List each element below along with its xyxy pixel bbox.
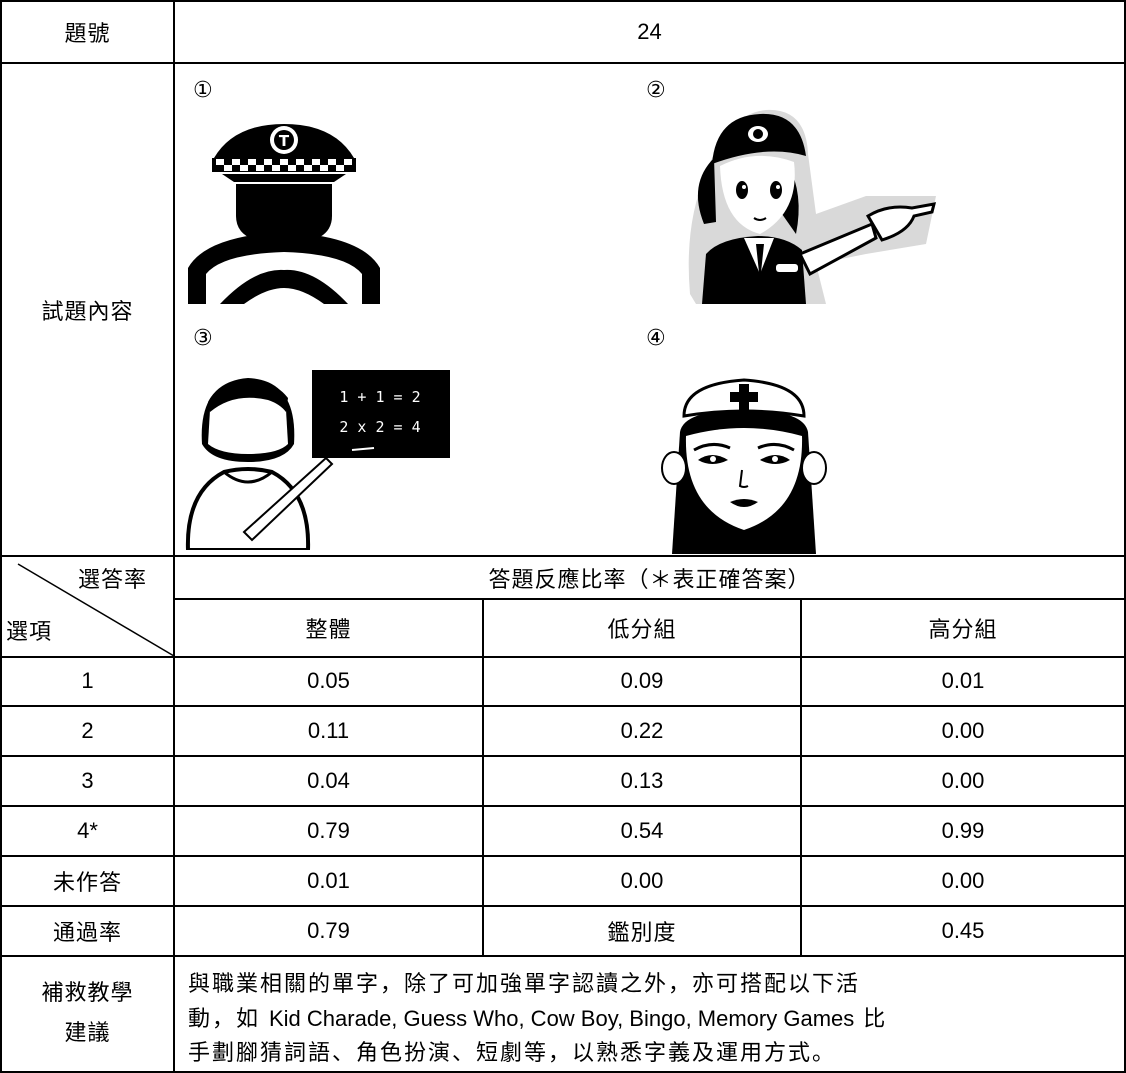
rule <box>0 755 1126 757</box>
rule <box>1124 0 1126 1073</box>
svg-text:T: T <box>279 132 290 150</box>
rule <box>0 905 1126 907</box>
remedial-advice-text: 與職業相關的單字，除了可加強單字認讀之外，亦可搭配以下活 動，如 Kid Cha… <box>188 968 1120 1071</box>
low-cell: 0.13 <box>620 768 664 793</box>
rule <box>174 598 1126 600</box>
item-number-value: 24 <box>637 19 662 44</box>
advice-line-3: 手劃腳猜詞語、角色扮演、短劇等，以熟悉字義及運用方式。 <box>188 1041 837 1066</box>
low-cell: 0.00 <box>620 868 664 893</box>
low-cell: 0.54 <box>620 818 664 843</box>
low-cell: 0.22 <box>620 718 664 743</box>
rule <box>0 805 1126 807</box>
high-cell: 0.00 <box>941 868 985 893</box>
advice-line-2: 動，如 Kid Charade, Guess Who, Cow Boy, Bin… <box>188 1006 888 1032</box>
response-ratio-header: 答題反應比率（＊表正確答案） <box>488 567 811 593</box>
overall-cell: 0.01 <box>307 868 350 893</box>
rule <box>482 598 484 955</box>
high-cell: 0.00 <box>941 768 985 793</box>
pass-rate-label: 通過率 <box>52 921 122 946</box>
column-header-high: 高分組 <box>928 618 998 643</box>
rule <box>0 955 1126 957</box>
taxi-driver-icon: T <box>188 124 380 304</box>
high-cell: 0.01 <box>941 668 985 693</box>
rule <box>0 0 2 1073</box>
overall-cell: 0.04 <box>307 768 350 793</box>
rule <box>173 0 175 1073</box>
pass-rate-value: 0.79 <box>307 918 350 943</box>
blackboard-line-1: 1 + 1 = 2 <box>339 388 420 406</box>
rule <box>0 656 1126 658</box>
option-cell: 2 <box>81 718 94 743</box>
overall-cell: 0.05 <box>307 668 350 693</box>
corner-diagonal <box>17 563 175 657</box>
option-mark-1: ① <box>193 78 213 103</box>
remedial-advice-label-line1: 補救教學 <box>41 981 134 1006</box>
discrimination-label: 鑑別度 <box>607 921 677 946</box>
rule <box>800 598 802 955</box>
option-cell: 3 <box>81 768 94 793</box>
corner-header-top: 選答率 <box>78 568 148 593</box>
option-cell: 4* <box>77 818 98 843</box>
option-cell: 未作答 <box>52 871 122 896</box>
column-header-overall: 整體 <box>305 618 352 643</box>
blackboard-line-2: 2 x 2 = 4 <box>339 418 420 436</box>
activity-names: Kid Charade, Guess Who, Cow Boy, Bingo, … <box>269 1006 855 1031</box>
option-mark-2: ② <box>646 78 666 103</box>
rule <box>0 0 1126 2</box>
high-cell: 0.00 <box>941 718 985 743</box>
item-content-label: 試題內容 <box>41 299 134 325</box>
rule <box>0 555 1126 557</box>
rule <box>0 62 1126 64</box>
overall-cell: 0.11 <box>307 718 350 743</box>
police-officer-icon <box>688 109 937 304</box>
teacher-icon: 1 + 1 = 2 2 x 2 = 4 <box>185 370 450 550</box>
corner-header-bottom: 選項 <box>6 620 53 645</box>
option-cell: 1 <box>81 668 94 693</box>
option-mark-4: ④ <box>646 326 666 351</box>
remedial-advice-label-line2: 建議 <box>64 1021 111 1046</box>
rule <box>0 855 1126 857</box>
nurse-icon <box>661 378 827 554</box>
rule <box>0 705 1126 707</box>
high-cell: 0.99 <box>941 818 985 843</box>
discrimination-value: 0.45 <box>941 918 985 943</box>
column-header-low: 低分組 <box>607 618 677 643</box>
remedial-advice-label: 補救教學 建議 <box>2 957 173 1071</box>
item-number-label: 題號 <box>64 22 111 47</box>
overall-cell: 0.79 <box>307 818 350 843</box>
rule <box>0 1071 1126 1073</box>
low-cell: 0.09 <box>620 668 664 693</box>
advice-line-1: 與職業相關的單字，除了可加強單字認讀之外，亦可搭配以下活 <box>188 972 861 997</box>
option-mark-3: ③ <box>193 326 213 351</box>
